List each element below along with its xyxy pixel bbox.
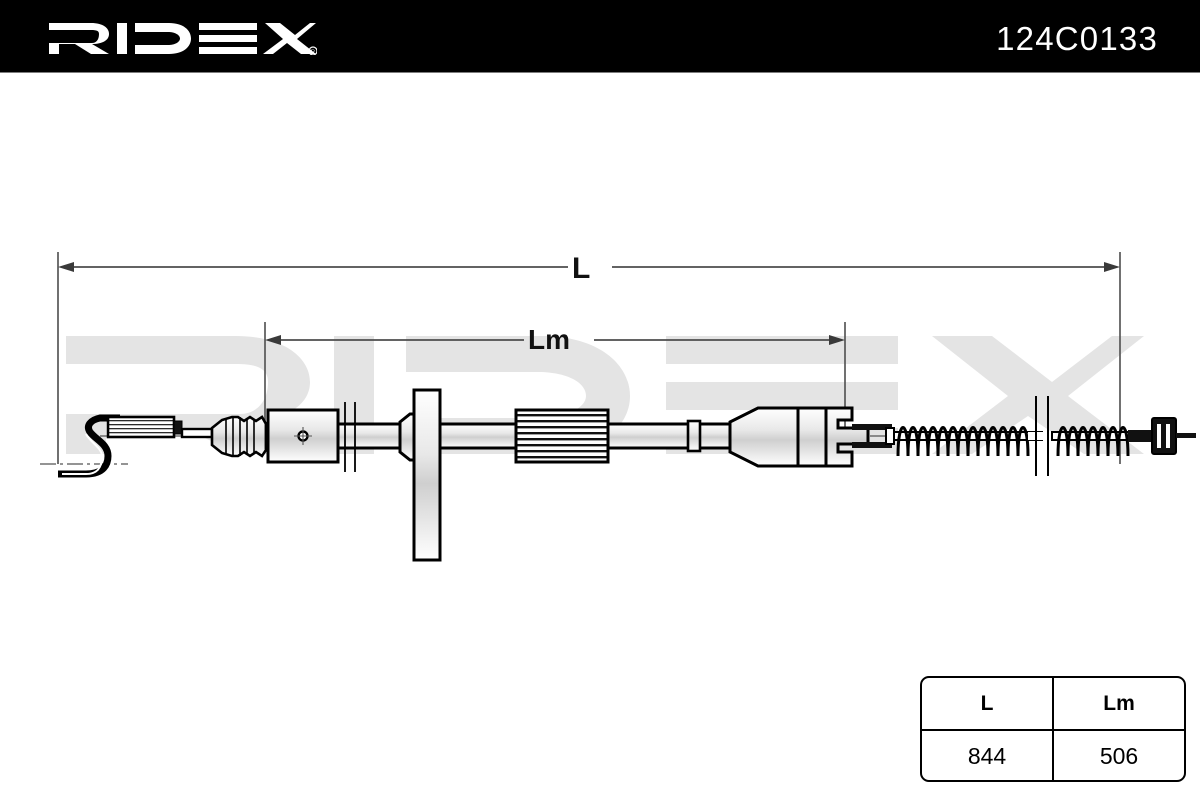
- outer-tube-segment-4: [606, 419, 732, 453]
- outer-sleeve-ferrule: [106, 415, 183, 439]
- table-header-L: L: [922, 678, 1054, 731]
- table-cell-L-value: 844: [922, 730, 1054, 780]
- break-mark-2: [1028, 396, 1058, 476]
- header-divider: [0, 72, 1200, 73]
- dimension-label-Lm: Lm: [528, 324, 570, 355]
- specification-table: L Lm 844 506: [920, 676, 1186, 782]
- table-cell-Lm-value: 506: [1099, 743, 1139, 769]
- threaded-barrel-nut: [1128, 417, 1196, 455]
- cable-technical-drawing: [0, 72, 1200, 800]
- inner-cable-segment-1: [180, 427, 214, 439]
- outer-tube-segment-2: [336, 422, 408, 450]
- svg-text:R: R: [311, 50, 315, 55]
- outer-tube-segment-3: [438, 422, 520, 450]
- ribbed-adjuster-barrel: [514, 408, 610, 464]
- hooked-end-eyelet: [58, 414, 120, 478]
- conical-nipple: [210, 415, 278, 458]
- header-bar: R 124C0133: [0, 0, 1200, 72]
- part-number: 124C0133: [996, 20, 1158, 57]
- break-mark-1: [344, 402, 356, 472]
- coil-spring-section-1: [893, 426, 1043, 457]
- conical-transition: [728, 406, 830, 468]
- fork-clevis-end: [824, 406, 895, 468]
- ridex-logo: R: [47, 21, 318, 56]
- dimension-L: [57, 252, 1121, 464]
- table-row: 844 506: [922, 730, 1184, 780]
- flange-plate: [412, 388, 442, 562]
- table-header-Lm: Lm: [1053, 678, 1184, 731]
- dimension-Lm: [264, 322, 846, 440]
- rectangular-bracket: [266, 408, 340, 464]
- table-header-row: L Lm: [922, 678, 1184, 731]
- dimension-label-L: L: [572, 252, 591, 285]
